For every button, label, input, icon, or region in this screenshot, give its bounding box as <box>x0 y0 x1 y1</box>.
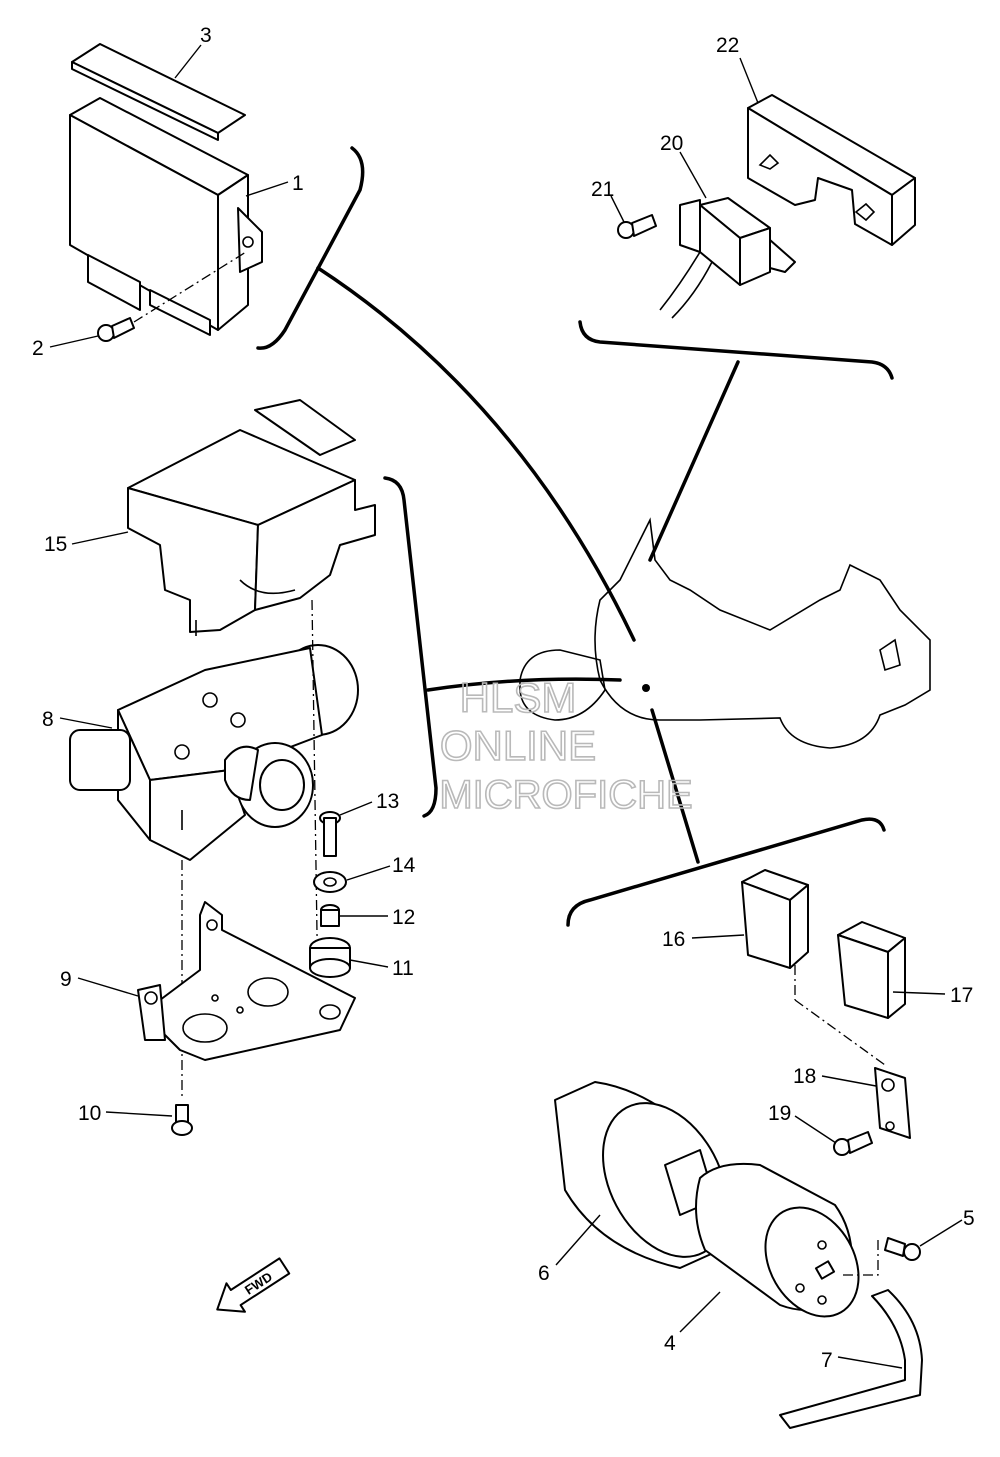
part-4-canister <box>695 1162 860 1318</box>
part-3-pad <box>71 43 246 141</box>
callout-8: 8 <box>42 708 54 731</box>
callout-12: 12 <box>392 906 415 929</box>
assembly-line-right <box>311 599 319 1001</box>
assembly-line-relays-2 <box>794 999 886 1066</box>
fwd-arrow: FWD <box>216 1257 291 1313</box>
part-14-washer <box>313 871 347 893</box>
bracket-ecu <box>256 146 365 350</box>
callout-17: 17 <box>950 984 973 1007</box>
part-17-relay <box>837 921 906 1019</box>
part-16-relay <box>741 869 809 969</box>
callout-10: 10 <box>78 1102 101 1125</box>
callout-20: 20 <box>660 132 683 155</box>
callout-labels: 3 1 2 22 20 21 15 8 13 14 12 11 9 10 16 … <box>32 24 975 1372</box>
callout-9: 9 <box>60 968 72 991</box>
bracket-relay <box>578 320 894 380</box>
part-1-ecu <box>69 97 263 336</box>
part-12-collar <box>320 904 340 927</box>
callout-21: 21 <box>591 178 614 201</box>
part-10-bolt <box>171 1104 193 1136</box>
route-line-relay <box>648 360 740 562</box>
callout-22: 22 <box>716 34 739 57</box>
watermark: HLSM ONLINE MICROFICHE <box>439 673 694 818</box>
part-21-screw <box>617 214 657 239</box>
part-22-cover <box>747 94 916 246</box>
part-13-bolt <box>319 811 341 857</box>
callout-16: 16 <box>662 928 685 951</box>
callout-2: 2 <box>32 337 44 360</box>
callout-7: 7 <box>821 1349 833 1372</box>
part-19-screw <box>833 1131 873 1156</box>
part-9-bracket <box>137 901 356 1061</box>
part-8-hydraulic-unit <box>69 644 359 861</box>
watermark-line-1: HLSM <box>460 674 577 721</box>
callout-1: 1 <box>292 172 304 195</box>
part-20-relay <box>659 197 796 319</box>
location-dot <box>642 684 650 692</box>
part-18-bracket <box>874 1067 911 1139</box>
callout-15: 15 <box>44 533 67 556</box>
callout-19: 19 <box>768 1102 791 1125</box>
callout-18: 18 <box>793 1065 816 1088</box>
part-15-cover <box>127 399 376 636</box>
part-2-screw <box>97 251 247 342</box>
bracket-main <box>383 476 438 818</box>
motorcycle-silhouette <box>519 517 931 749</box>
callout-14: 14 <box>392 854 416 877</box>
callout-3: 3 <box>200 24 212 47</box>
watermark-line-3: MICROFICHE <box>439 773 692 817</box>
watermark-line-2: ONLINE <box>440 722 596 769</box>
part-11-grommet <box>309 937 351 978</box>
route-line-ecu <box>316 266 636 642</box>
part-7-hose <box>779 1289 923 1429</box>
fwd-arrow-icon <box>216 1257 291 1313</box>
callout-5: 5 <box>963 1207 975 1230</box>
part-5-screw <box>840 1237 921 1276</box>
callout-11: 11 <box>392 957 414 980</box>
callout-13: 13 <box>376 790 399 813</box>
route-line-main <box>426 677 622 692</box>
callout-6: 6 <box>538 1262 550 1285</box>
leader-lines <box>49 44 963 1369</box>
bracket-fuse <box>566 817 886 927</box>
callout-4: 4 <box>664 1332 676 1355</box>
route-line-fuse <box>650 708 700 864</box>
